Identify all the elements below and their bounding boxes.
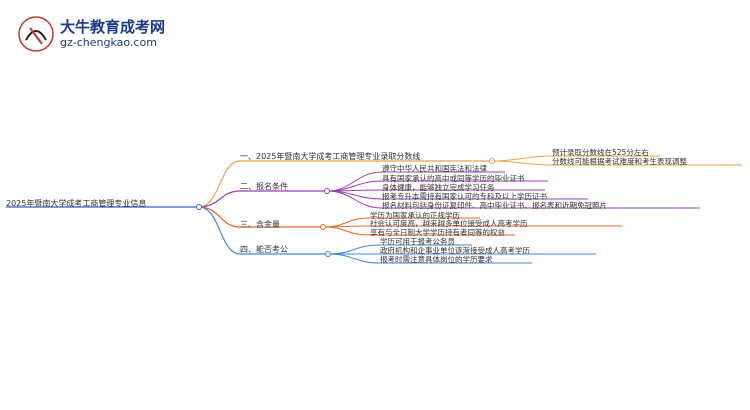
branch-2-label: 二、报名条件 [240, 182, 288, 191]
logo-url: gz-chengkao.com [60, 36, 157, 49]
branch-2-item: 报考专升本需持有国家认可的专科及以上学历证书 [382, 192, 547, 201]
item-connector [491, 155, 553, 162]
branch-node-dot [324, 188, 330, 194]
branch-2-item: 遵守中华人民共和国宪法和法律 [382, 164, 487, 173]
branch-4-item: 报考时需注意具体岗位的学历要求 [380, 255, 493, 264]
item-connector [326, 190, 383, 209]
item-connector [322, 226, 371, 236]
branch-4-label: 四、能否考公 [240, 245, 288, 254]
branch-3-item: 社会认可度高，越来越多单位接受成人高考学历 [370, 219, 528, 228]
logo-mark-icon [18, 16, 54, 52]
branch-3-item: 享有与全日制大学学历持有者同等的权益 [370, 228, 505, 237]
branch-connector [198, 190, 241, 208]
item-connector [491, 160, 553, 166]
branch-4-item: 政府机构和企事业单位逐渐接受成人高考学历 [380, 246, 530, 255]
branch-node-dot [325, 251, 331, 257]
branch-connector [198, 206, 241, 228]
branch-4-item: 学历可用于报考公务员 [380, 237, 455, 246]
item-connector [327, 244, 381, 255]
logo-title: 大牛教育成考网 [60, 18, 166, 36]
branch-connector [198, 206, 241, 255]
branch-2-item: 报名材料包括身份证复印件、高中毕业证书、报名表和近期免冠照片 [382, 201, 607, 210]
branch-2-item: 具有国家承认的高中或同等学历的毕业证书 [382, 174, 525, 183]
branch-3-item: 学历为国家承认的正规学历 [370, 211, 460, 220]
branch-node-dot [320, 224, 326, 230]
branch-2-item: 身体健康，能够独立完成学习任务 [382, 183, 495, 192]
root-node-label: 2025年暨南大学成考工商管理专业信息 [6, 199, 147, 208]
site-logo[interactable]: 大牛教育成考网 gz-chengkao.com [16, 14, 216, 58]
branch-node-dot [489, 158, 495, 164]
branch-1-item: 分数线可能根据考试难度和考生表现调整 [552, 157, 687, 166]
item-connector [326, 180, 383, 192]
branch-3-label: 三、含金量 [240, 220, 280, 229]
branch-connector [198, 160, 241, 208]
root-node-dot [196, 204, 202, 210]
item-connector [327, 253, 381, 264]
branch-1-item: 预计录取分数线在525分左右 [552, 148, 649, 157]
branch-1-label: 一、2025年暨南大学成考工商管理专业录取分数线 [240, 152, 421, 161]
